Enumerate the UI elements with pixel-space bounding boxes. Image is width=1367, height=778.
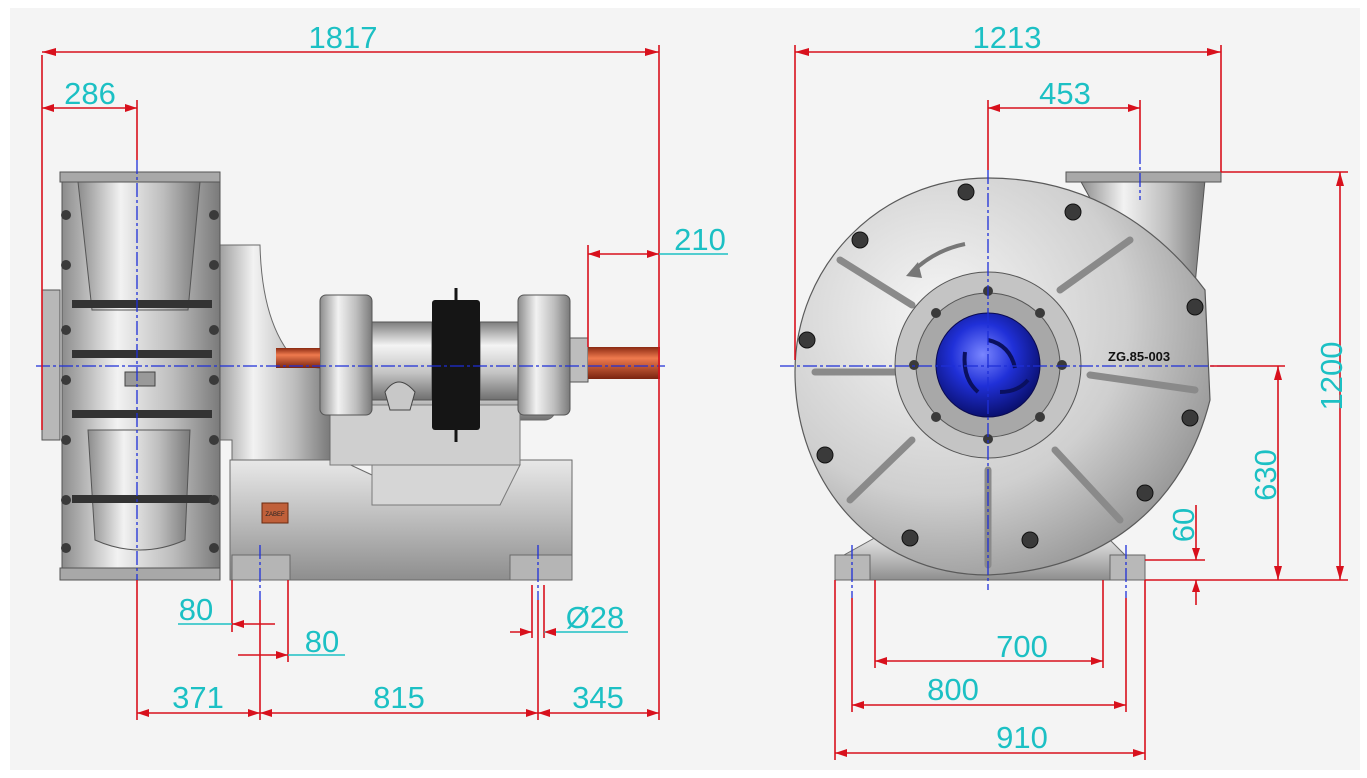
front-dimensions: 1213 453 1200 630 60 700 xyxy=(794,20,1349,760)
tie-rod-4 xyxy=(72,495,212,503)
casing-ribs xyxy=(811,236,1199,569)
dim-base-width: 910 xyxy=(996,720,1048,755)
casing-flange-top xyxy=(59,171,221,183)
dim-shaft-height: 630 xyxy=(1248,449,1283,501)
foot-right xyxy=(509,554,573,581)
dim-bolt-hole: Ø28 xyxy=(566,600,625,635)
impeller-vane-1 xyxy=(987,338,1017,369)
dim-overall-length: 1817 xyxy=(309,20,378,55)
dim-center-to-foot: 371 xyxy=(172,680,224,715)
dim-overall-height: 1200 xyxy=(1314,342,1349,411)
dim-base-thickness: 60 xyxy=(1166,508,1201,542)
suction-pipe xyxy=(77,181,201,311)
shaft-collar xyxy=(569,337,589,383)
base-pad-left xyxy=(834,554,871,581)
side-dimensions: 1817 286 210 80 80 Ø28 xyxy=(41,20,728,720)
centerlines xyxy=(36,150,1230,600)
coupling xyxy=(432,300,480,430)
model-label: ZG.85-003 xyxy=(1108,349,1170,364)
discharge-flange xyxy=(1065,171,1222,183)
bearing-block-left xyxy=(319,294,373,416)
dim-shaft-extension: 210 xyxy=(674,222,726,257)
casing-flange-bottom xyxy=(59,567,221,581)
impeller-vane-2 xyxy=(962,351,980,394)
shaft-extension xyxy=(588,347,660,379)
dim-rear-overhang: 345 xyxy=(572,680,624,715)
dim-foot-spacing: 815 xyxy=(373,680,425,715)
maker-plate-label: ZABEF xyxy=(265,512,285,518)
side-view: ZABEF xyxy=(41,171,660,581)
dim-bolt-spacing: 800 xyxy=(927,672,979,707)
tie-rod-3 xyxy=(72,410,212,418)
gland-fitting xyxy=(124,371,156,387)
hub-bolts xyxy=(909,286,1067,444)
dim-foot-a: 80 xyxy=(179,592,213,627)
volute-neck xyxy=(211,244,331,461)
dim-bolt-spacing-inner: 700 xyxy=(996,629,1048,664)
pedestal-web xyxy=(371,464,521,506)
bearing-clamp xyxy=(384,381,416,411)
dim-overall-width: 1213 xyxy=(973,20,1042,55)
shaft-inner xyxy=(276,348,320,368)
tie-rod-1 xyxy=(72,300,212,308)
tie-rod-2 xyxy=(72,350,212,358)
foot-left xyxy=(231,554,291,581)
casing-bolts xyxy=(798,183,1204,549)
impeller-vane-3 xyxy=(999,378,1030,394)
base-pad-right xyxy=(1109,554,1146,581)
suction-flange xyxy=(41,289,61,441)
coupling-hub xyxy=(479,321,519,401)
maker-plate xyxy=(261,502,289,524)
dim-suction-offset: 286 xyxy=(64,76,116,111)
side-bolts xyxy=(61,210,219,553)
suction-elbow xyxy=(87,429,191,551)
dim-discharge-offset: 453 xyxy=(1039,76,1091,111)
dim-foot-b: 80 xyxy=(305,624,339,659)
bearing-block-right xyxy=(517,294,571,416)
